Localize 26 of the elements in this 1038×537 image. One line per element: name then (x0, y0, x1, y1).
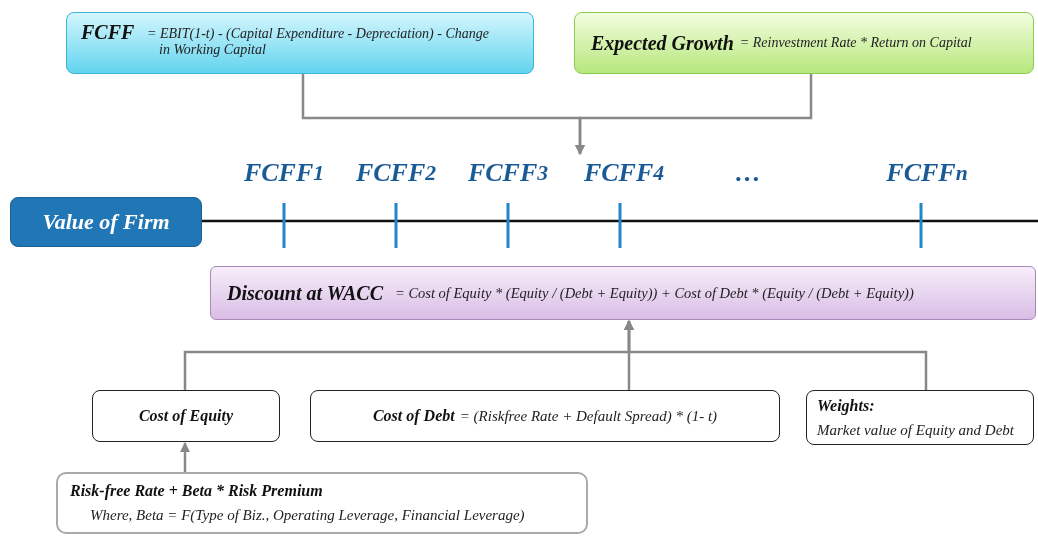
formula-heading: Discount at WACC (227, 281, 383, 305)
arrow (575, 74, 813, 155)
formula-box (574, 12, 1034, 74)
formula-heading: Cost of Debt (372, 407, 455, 425)
formula-text: = Cost of Equity * (Equity / (Debt + Equity)) + Cost of Debt * (Equity / (Debt + Equity)) (395, 284, 914, 302)
formula-text: Where, Beta = F(Type of Biz., Operating Leverage, Financial Leverage) (90, 507, 525, 525)
arrow (180, 442, 190, 472)
value-label: Value of Firm (42, 209, 170, 235)
formula-heading: Expected Growth (591, 31, 734, 55)
formula-box (56, 472, 588, 534)
arrow (624, 320, 928, 390)
formula-text: = (Riskfree Rate + Default Spread) * (1- t) (459, 407, 718, 425)
formula-heading: Cost of Equity (138, 407, 234, 425)
value-box (10, 197, 202, 247)
formula-box (310, 390, 780, 442)
formula-heading: FCFF (81, 21, 135, 44)
formula-text: = Reinvestment Rate * Return on Capital (739, 35, 972, 51)
formula-box (210, 266, 1036, 320)
formula-box (66, 12, 534, 74)
formula-heading: Weights: (817, 396, 875, 415)
formula-heading: Risk-free Rate + Beta * Risk Premium (70, 481, 323, 500)
formula-box (806, 390, 1034, 445)
formula-box (92, 390, 280, 442)
ellipsis: … (728, 156, 768, 190)
formula-text: = EBIT(1-t) - (Capital Expenditure - Depreciation) - Change in Working Capital (147, 26, 490, 58)
formula-text: Market value of Equity and Debt (817, 421, 1015, 439)
